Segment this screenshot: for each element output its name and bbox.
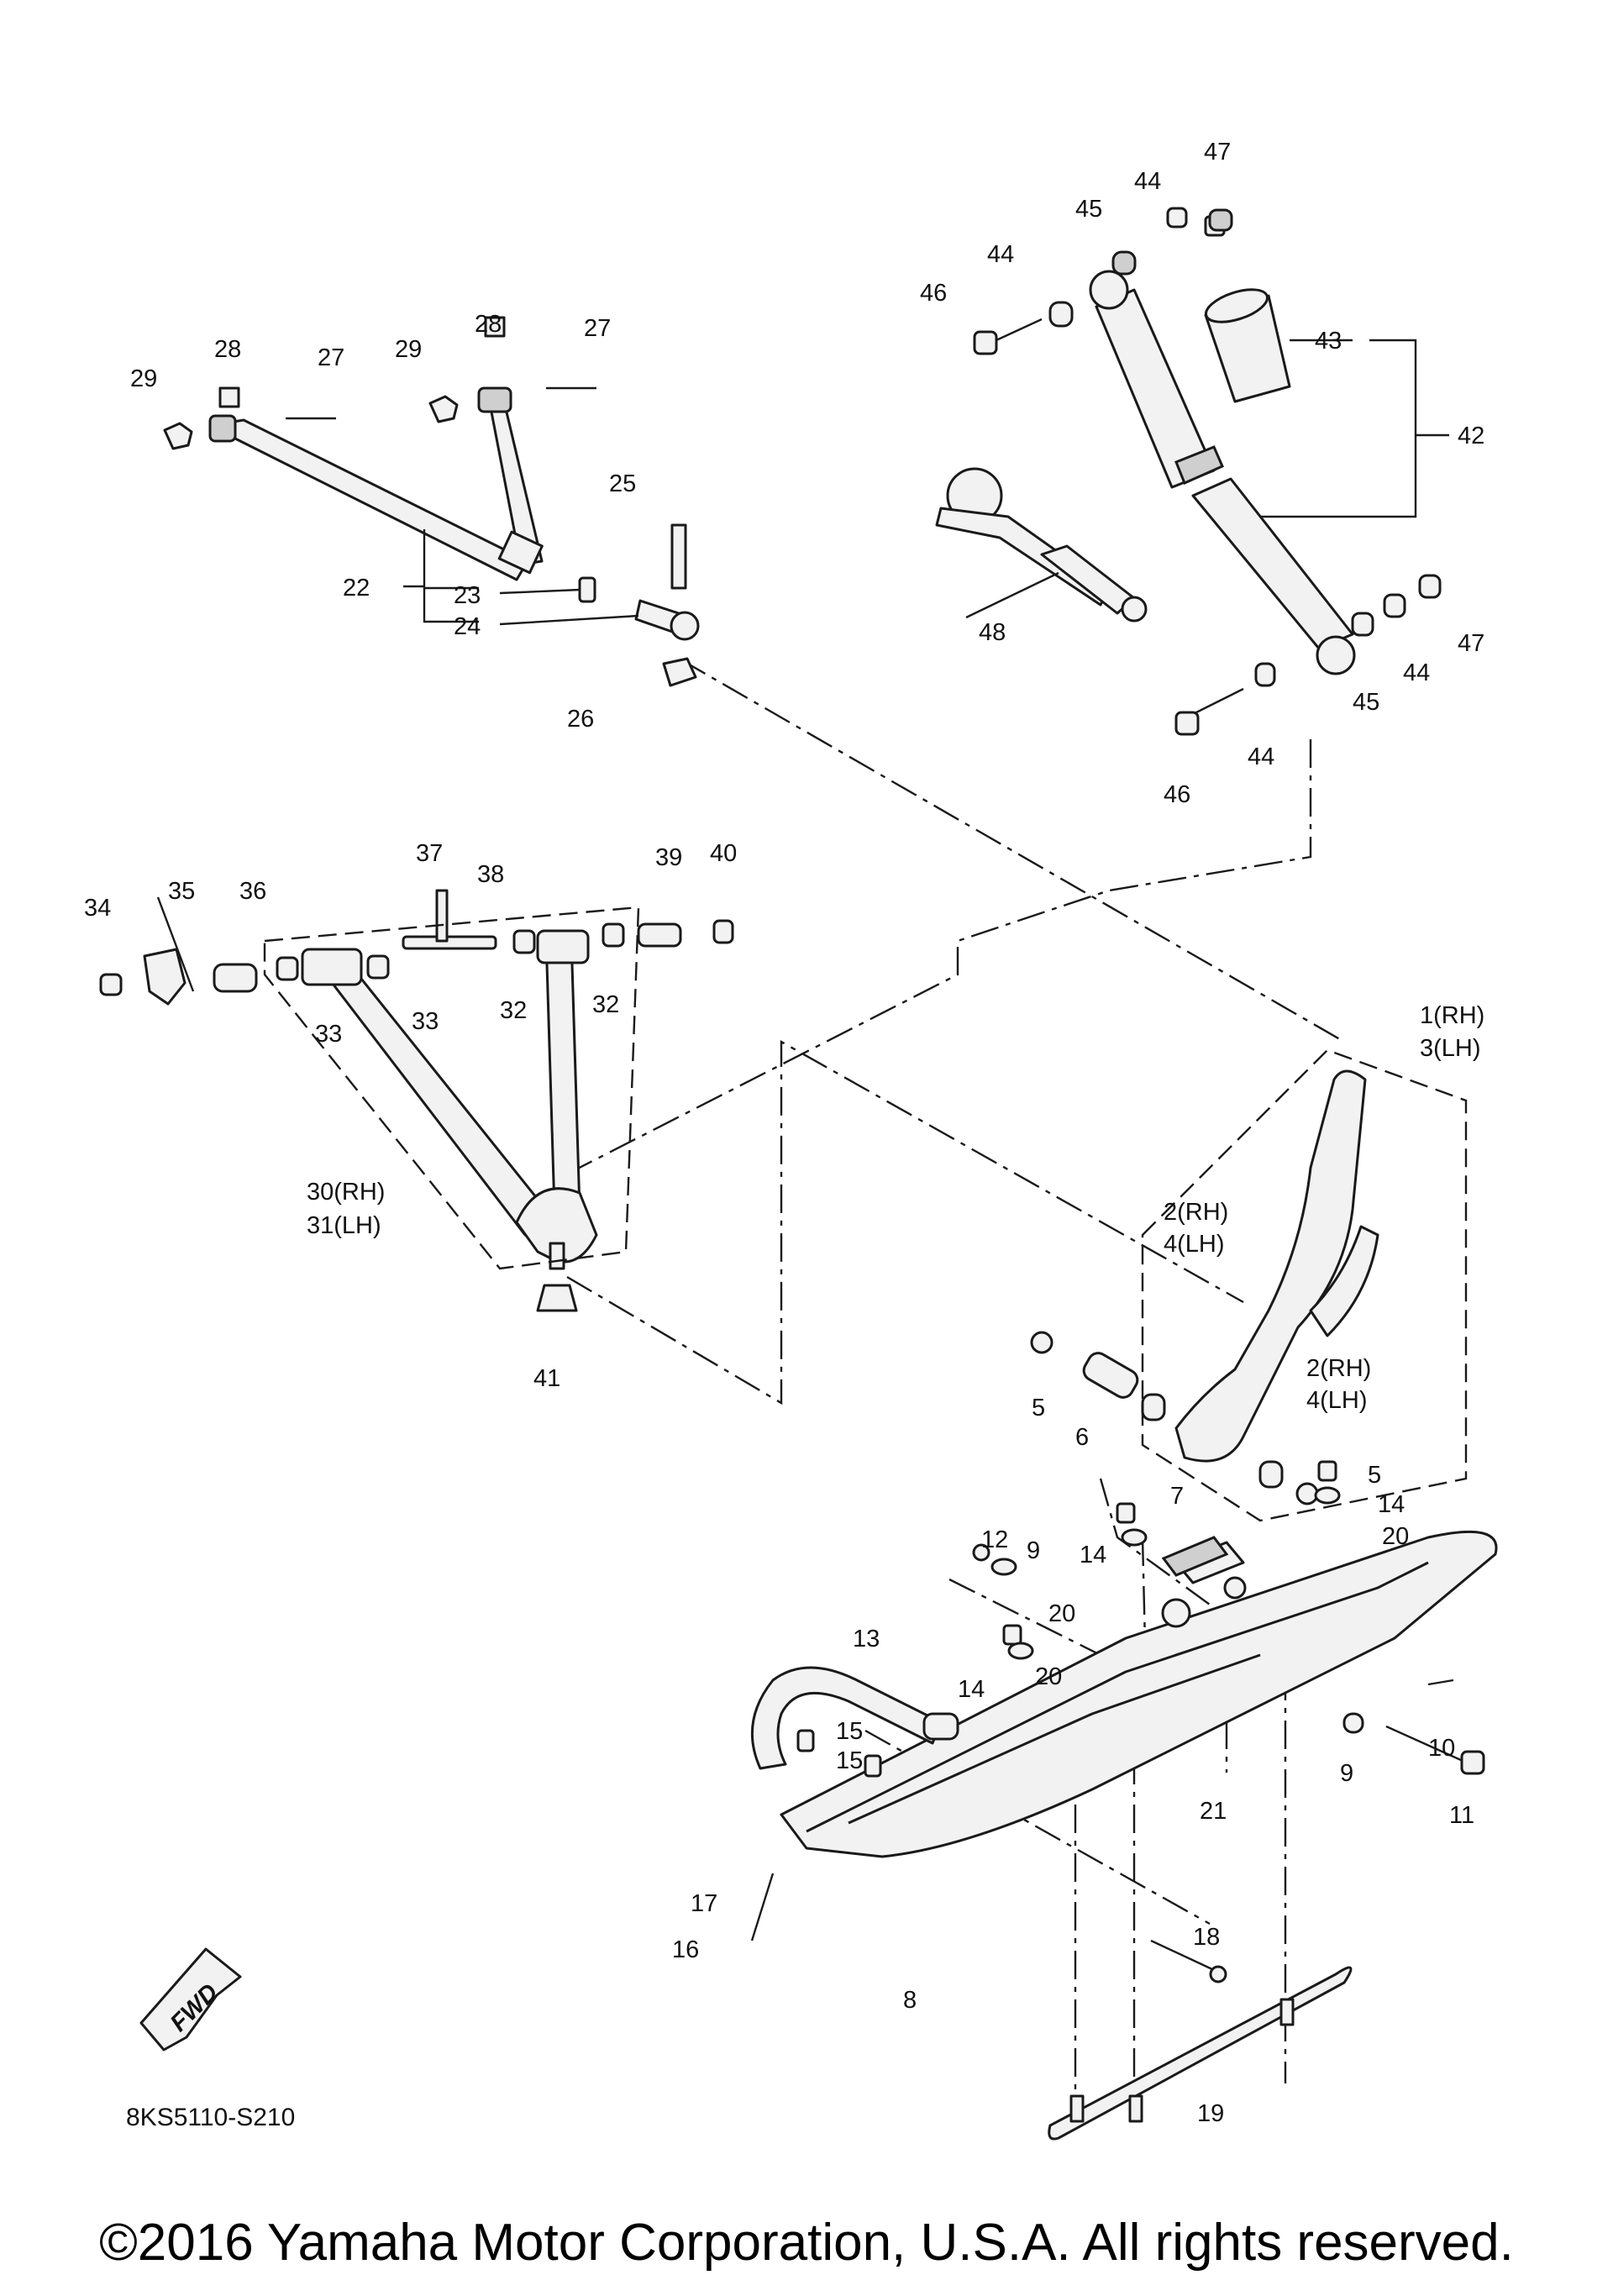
callout-32b: 32 xyxy=(592,991,619,1018)
callout-labels: 1(RH) 3(LH) 2(RH) 4(LH) 2(RH) 4(LH) 5 5 … xyxy=(84,139,1484,2127)
callout-3: 3(LH) xyxy=(1420,1035,1481,1062)
ski-loop-handle xyxy=(750,1666,959,1778)
callout-25: 25 xyxy=(609,470,636,497)
callout-12: 12 xyxy=(981,1526,1008,1553)
lower-a-arm xyxy=(99,889,734,1312)
callout-44c: 44 xyxy=(1403,659,1430,686)
callout-45b: 45 xyxy=(1353,689,1379,716)
callout-44d: 44 xyxy=(1248,743,1274,770)
copyright-notice: ©2016 Yamaha Motor Corporation, U.S.A. A… xyxy=(99,2214,1514,2272)
callout-28b: 28 xyxy=(475,311,502,338)
callout-6: 6 xyxy=(1075,1424,1089,1451)
callout-16: 16 xyxy=(672,1936,699,1963)
callout-46b: 46 xyxy=(1164,781,1190,808)
upper-a-arm xyxy=(163,316,700,687)
callout-44a: 44 xyxy=(1134,168,1161,195)
callout-9a: 9 xyxy=(1027,1537,1040,1564)
callout-34: 34 xyxy=(84,895,111,922)
callout-5b: 5 xyxy=(1368,1462,1381,1489)
callout-33a: 33 xyxy=(315,1021,342,1048)
callout-28a: 28 xyxy=(214,336,241,363)
callout-46a: 46 xyxy=(920,280,947,307)
callout-37: 37 xyxy=(416,840,443,867)
callout-31: 31(LH) xyxy=(307,1212,381,1239)
callout-44b: 44 xyxy=(987,241,1014,268)
callout-5a: 5 xyxy=(1032,1395,1045,1421)
diagram-code: 8KS5110-S210 xyxy=(126,2104,295,2131)
leader-lines xyxy=(156,339,1449,992)
callout-21: 21 xyxy=(1200,1798,1227,1825)
callout-2a: 2(RH) xyxy=(1164,1199,1228,1226)
callout-26: 26 xyxy=(567,706,594,733)
callout-32a: 32 xyxy=(500,997,527,1024)
callout-13: 13 xyxy=(853,1626,880,1652)
shock-absorber xyxy=(973,207,1442,736)
callout-36: 36 xyxy=(239,878,266,905)
callout-40: 40 xyxy=(710,840,737,867)
callout-23: 23 xyxy=(454,582,481,609)
callout-42: 42 xyxy=(1458,423,1484,449)
callout-10: 10 xyxy=(1428,1735,1455,1762)
callout-24: 24 xyxy=(454,613,481,640)
callout-1: 1(RH) xyxy=(1420,1002,1484,1029)
callout-43: 43 xyxy=(1315,328,1342,355)
callout-8: 8 xyxy=(903,1987,917,2014)
callout-33b: 33 xyxy=(412,1008,439,1035)
callout-27a: 27 xyxy=(318,344,344,371)
forward-direction-arrow: FWD xyxy=(139,1947,242,2052)
callout-14b: 14 xyxy=(1378,1491,1405,1518)
callout-14c: 14 xyxy=(958,1676,985,1703)
callout-47b: 47 xyxy=(1458,630,1484,657)
callout-48: 48 xyxy=(979,619,1006,646)
assembly-lines xyxy=(562,658,1345,2100)
callout-17: 17 xyxy=(691,1890,717,1917)
callout-47a: 47 xyxy=(1204,139,1231,166)
ski-wear-bar xyxy=(1048,1966,1353,2141)
callout-9b: 9 xyxy=(1340,1760,1353,1787)
callout-35: 35 xyxy=(168,878,195,905)
callout-45a: 45 xyxy=(1075,196,1102,223)
spindle xyxy=(1030,1048,1468,1522)
shock-pump-tool xyxy=(935,467,1148,623)
callout-27b: 27 xyxy=(584,315,611,342)
callout-39: 39 xyxy=(655,844,682,871)
callout-15b: 15 xyxy=(836,1747,863,1774)
callout-29a: 29 xyxy=(130,365,157,392)
callout-15a: 15 xyxy=(836,1718,863,1745)
callout-4b: 4(LH) xyxy=(1306,1387,1368,1414)
callout-20b: 20 xyxy=(1382,1523,1409,1550)
callout-29b: 29 xyxy=(395,336,422,363)
callout-4a: 4(LH) xyxy=(1164,1231,1225,1258)
callout-38: 38 xyxy=(477,861,504,888)
ski-hardware xyxy=(750,1460,1485,1983)
callout-7: 7 xyxy=(1170,1483,1184,1510)
callout-2b: 2(RH) xyxy=(1306,1355,1371,1382)
callout-30: 30(RH) xyxy=(307,1179,385,1206)
callout-11: 11 xyxy=(1449,1802,1474,1829)
callout-19: 19 xyxy=(1197,2100,1224,2127)
callout-41: 41 xyxy=(533,1365,560,1392)
callout-14a: 14 xyxy=(1080,1542,1106,1568)
callout-22: 22 xyxy=(343,575,370,602)
ski-body xyxy=(780,1530,1498,1858)
callout-20c: 20 xyxy=(1035,1663,1062,1690)
callout-18: 18 xyxy=(1193,1924,1220,1951)
callout-20a: 20 xyxy=(1048,1600,1075,1627)
